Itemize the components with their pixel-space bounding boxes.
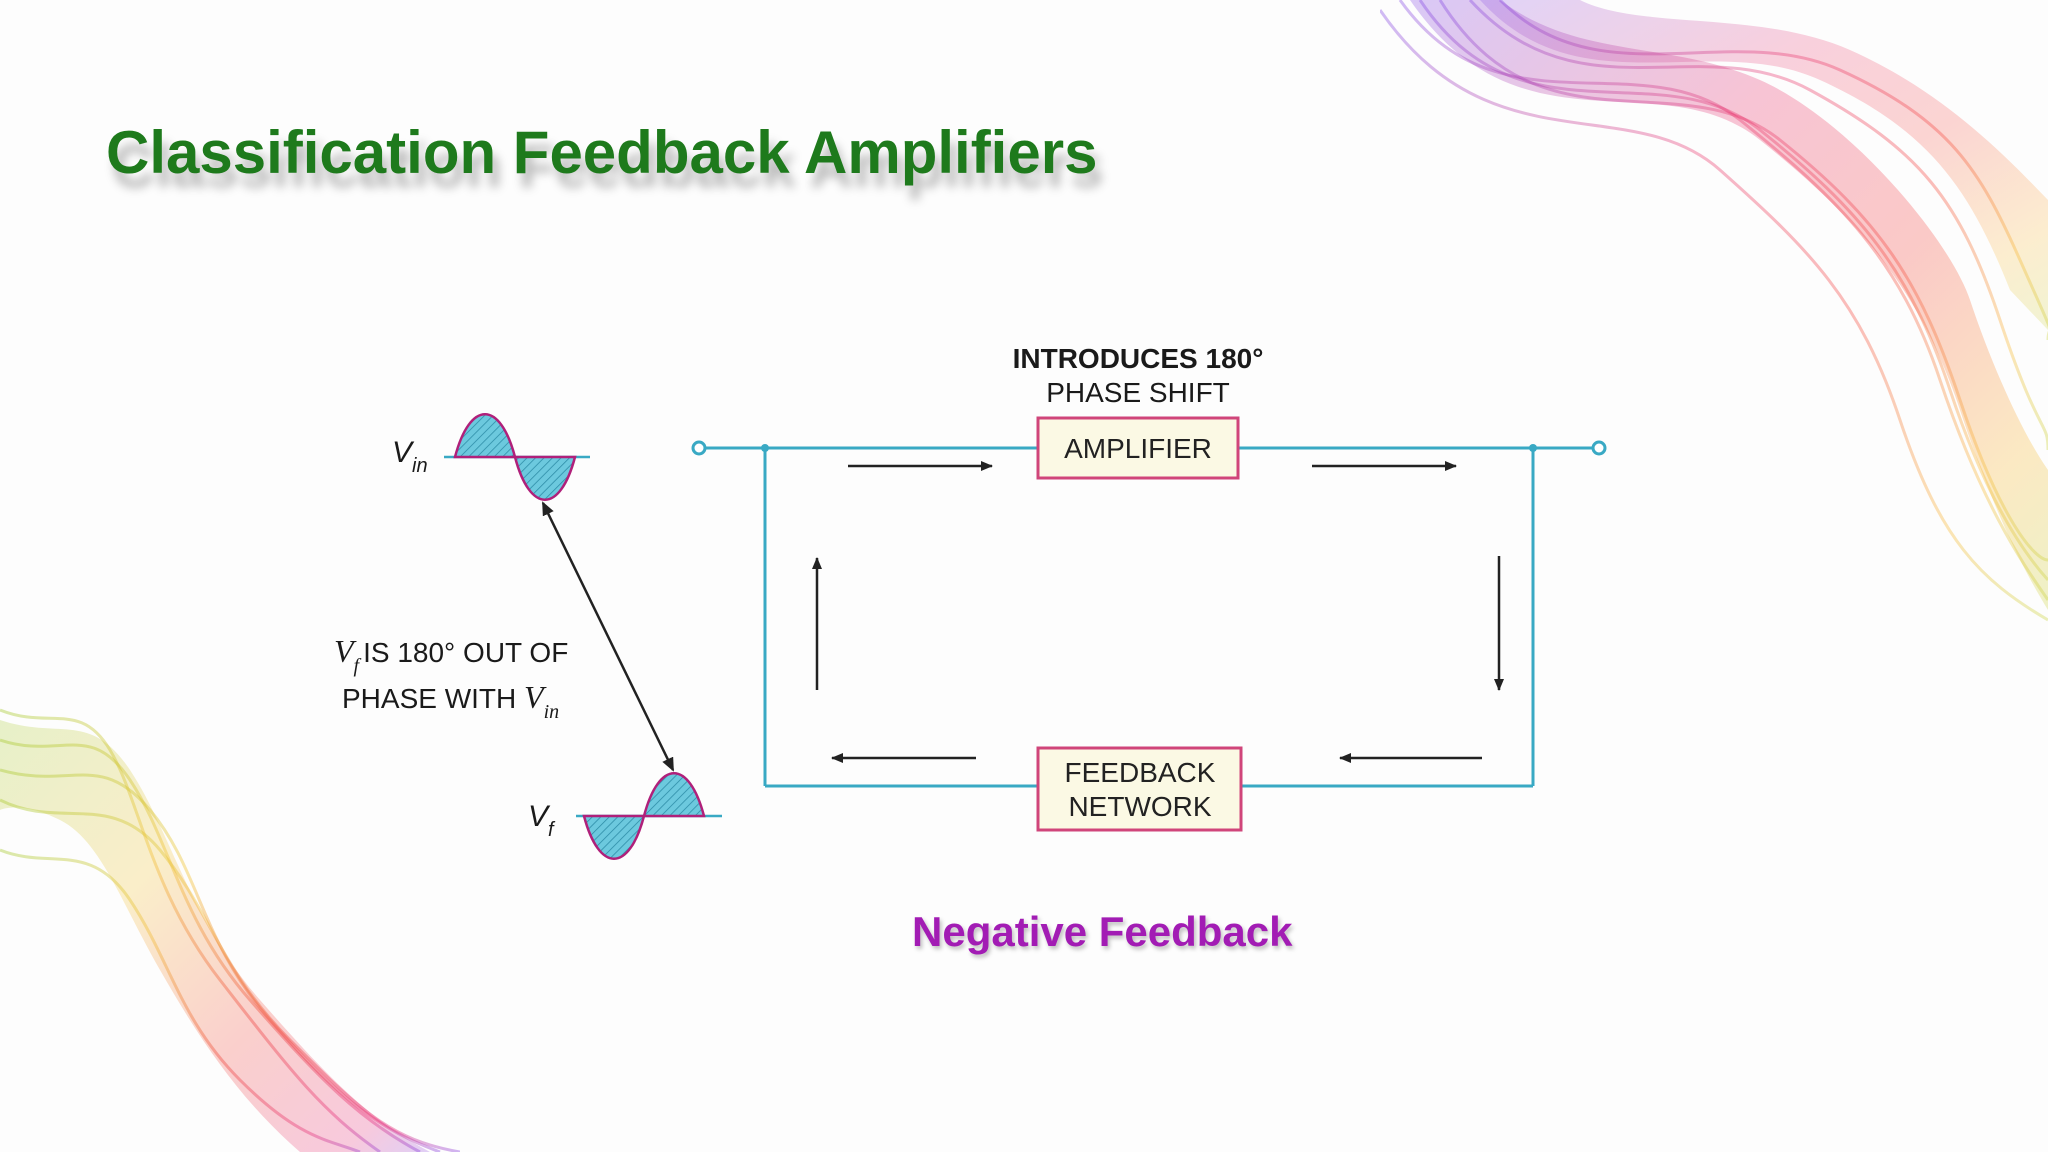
output-junction (1529, 444, 1537, 452)
output-terminal (1591, 440, 1607, 456)
feedback-label-line1: FEEDBACK (1065, 757, 1216, 788)
phase-relation-arrow (541, 501, 675, 772)
amplifier-note-line1: INTRODUCES 180° (1013, 343, 1264, 374)
amplifier-block: AMPLIFIER (1036, 416, 1240, 480)
amplifier-note-line2: PHASE SHIFT (1046, 377, 1230, 408)
vf-label: Vf (528, 800, 556, 841)
slide-title: Classification Feedback Amplifiers (106, 119, 1098, 186)
input-terminal (691, 440, 707, 456)
amplifier-label: AMPLIFIER (1064, 433, 1212, 464)
vf-waveform (576, 772, 722, 860)
diagram-caption: Negative Feedback (912, 908, 1293, 955)
vin-label: Vin (392, 436, 428, 477)
phase-note-line2: PHASE WITH Vin (342, 679, 559, 723)
circuit-wires (705, 446, 1595, 788)
feedback-label-line2: NETWORK (1068, 791, 1211, 822)
input-junction (761, 444, 769, 452)
vin-waveform (444, 413, 590, 501)
feedback-network-block: FEEDBACK NETWORK (1036, 746, 1243, 832)
signal-flow-arrows (812, 461, 1504, 763)
